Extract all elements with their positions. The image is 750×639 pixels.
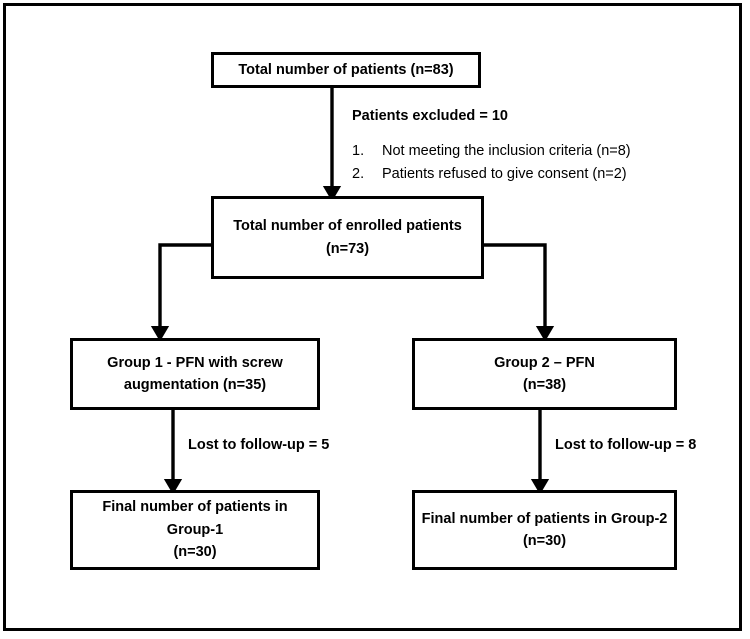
excluded-reason-list: 1. Not meeting the inclusion criteria (n… <box>352 140 712 187</box>
node-enrolled-patients-line1: Total number of enrolled patients <box>233 218 462 235</box>
excluded-reason-marker: 1. <box>352 143 365 159</box>
node-enrolled-patients-line2: (n=73) <box>325 240 370 257</box>
node-group-1-line2: augmentation (n=35) <box>123 377 267 393</box>
annotation-lost-followup-group-2: Lost to follow-up = 8 <box>555 437 697 453</box>
node-group-1-line1: Group 1 - PFN with screw <box>107 354 283 371</box>
annotation-lost-followup-group-1: Lost to follow-up = 5 <box>188 437 330 453</box>
figure-outer-border <box>3 3 742 631</box>
node-group-2: Group 2 – PFN (n=38) <box>412 338 677 410</box>
node-total-patients-line1: Total number of patients (n=83) <box>238 61 454 78</box>
excluded-reason-item: 2. Patients refused to give consent (n=2… <box>352 163 712 186</box>
node-group-1: Group 1 - PFN with screw augmentation (n… <box>70 338 320 410</box>
node-enrolled-patients: Total number of enrolled patients (n=73) <box>211 196 484 279</box>
excluded-reason-item: 1. Not meeting the inclusion criteria (n… <box>352 140 712 163</box>
excluded-title: Patients excluded = 10 <box>352 108 508 124</box>
node-total-patients: Total number of patients (n=83) <box>211 52 481 88</box>
node-final-group-1-line2: (n=30) <box>173 544 217 561</box>
excluded-reason-marker: 2. <box>352 166 365 183</box>
node-final-group-2: Final number of patients in Group-2 (n=3… <box>412 490 677 570</box>
node-final-group-2-line2: (n=30) <box>522 533 567 549</box>
connector-enrolled-to-group1 <box>150 243 211 342</box>
node-final-group-1: Final number of patients in Group-1 (n=3… <box>70 490 320 570</box>
annotation-patients-excluded: Patients excluded = 10 1. Not meeting th… <box>352 108 712 187</box>
excluded-reason-text: Not meeting the inclusion criteria (n=8) <box>382 143 631 159</box>
connector-enrolled-to-group2 <box>484 243 555 342</box>
node-group-2-line2: (n=38) <box>522 377 567 393</box>
node-group-2-line1: Group 2 – PFN <box>494 354 595 371</box>
node-final-group-1-line1: Final number of patients in Group-1 <box>102 499 288 538</box>
node-final-group-2-line1: Final number of patients in Group-2 <box>421 510 668 527</box>
excluded-reason-text: Patients refused to give consent (n=2) <box>382 166 627 183</box>
